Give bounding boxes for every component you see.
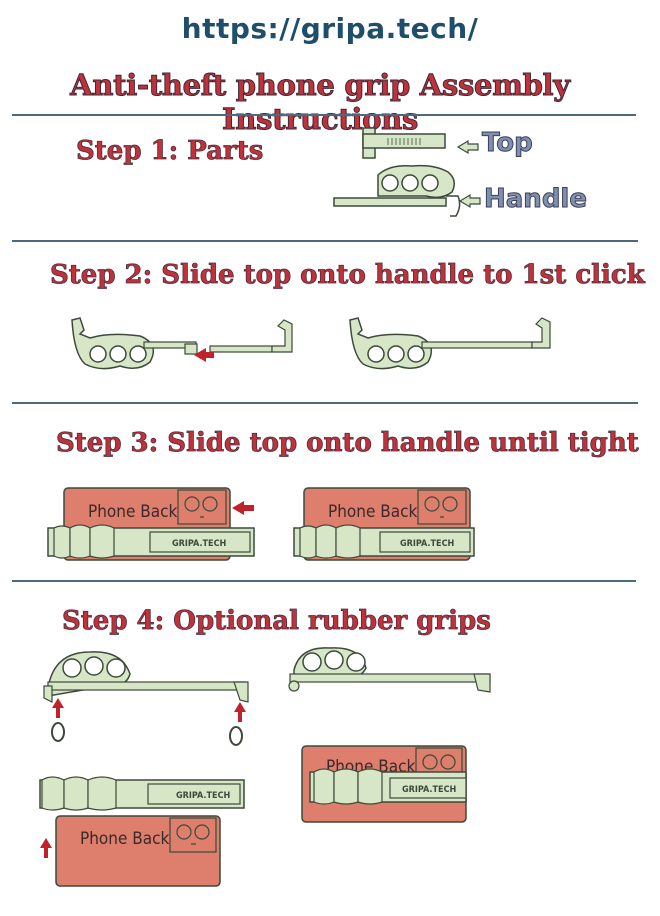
arrow-up-icon — [52, 698, 64, 718]
top-part-image — [209, 319, 293, 353]
step-4-heading: Step 4: Optional rubber grips — [62, 606, 492, 637]
divider — [12, 114, 636, 116]
arrow-left-icon — [232, 501, 254, 515]
parts-illustration — [333, 127, 481, 217]
brand-text: GRIPA.TECH — [402, 785, 457, 795]
assembled-grip-image: GRIPA.TECH — [293, 524, 475, 559]
brand-text: GRIPA.TECH — [176, 791, 231, 801]
arrow-left-icon — [194, 348, 214, 362]
phone-back-image: Phone Back — [55, 815, 221, 887]
grip-with-rings-image: GRIPA.TECH — [39, 776, 245, 811]
brand-text: GRIPA.TECH — [172, 539, 227, 549]
step-3-illustration: Phone Back GRIPA.TECH Phone Back GRIPA.T… — [47, 487, 475, 561]
top-part-image — [362, 127, 446, 159]
phone-back-text: Phone Back — [88, 502, 178, 522]
handle-part-image — [71, 317, 198, 370]
phone-back-text: Phone Back — [80, 829, 170, 849]
step-3-heading: Step 3: Slide top onto handle until tigh… — [56, 428, 640, 459]
divider — [12, 402, 638, 404]
arrow-left-icon — [458, 193, 481, 209]
assembled-grip-image: GRIPA.TECH — [309, 768, 467, 805]
top-part-label: Top — [482, 128, 534, 159]
step-2-illustration — [71, 317, 551, 370]
arrow-up-icon — [234, 702, 246, 722]
handle-part-image — [333, 164, 461, 217]
step-4-illustration: GRIPA.TECH Phone Back Phone Back GRIPA.T… — [39, 647, 491, 887]
assembled-grip-image: GRIPA.TECH — [47, 524, 255, 559]
divider — [12, 580, 636, 582]
website-url[interactable]: https://gripa.tech/ — [181, 12, 479, 45]
arrow-up-icon — [40, 838, 52, 858]
page-title: Anti-theft phone grip Assembly Instructi… — [70, 68, 571, 137]
phone-back-text: Phone Back — [328, 502, 418, 522]
brand-text: GRIPA.TECH — [400, 539, 455, 549]
assembled-grip-image — [349, 317, 551, 370]
arrow-left-icon — [456, 139, 479, 155]
divider — [12, 240, 638, 242]
handle-part-label: Handle — [484, 184, 588, 215]
step-1-heading: Step 1: Parts — [76, 136, 264, 167]
grip-rings-installed-image — [288, 647, 491, 693]
step-2-heading: Step 2: Slide top onto handle to 1st cli… — [50, 260, 646, 291]
grip-with-rubber-rings-image — [43, 651, 249, 746]
